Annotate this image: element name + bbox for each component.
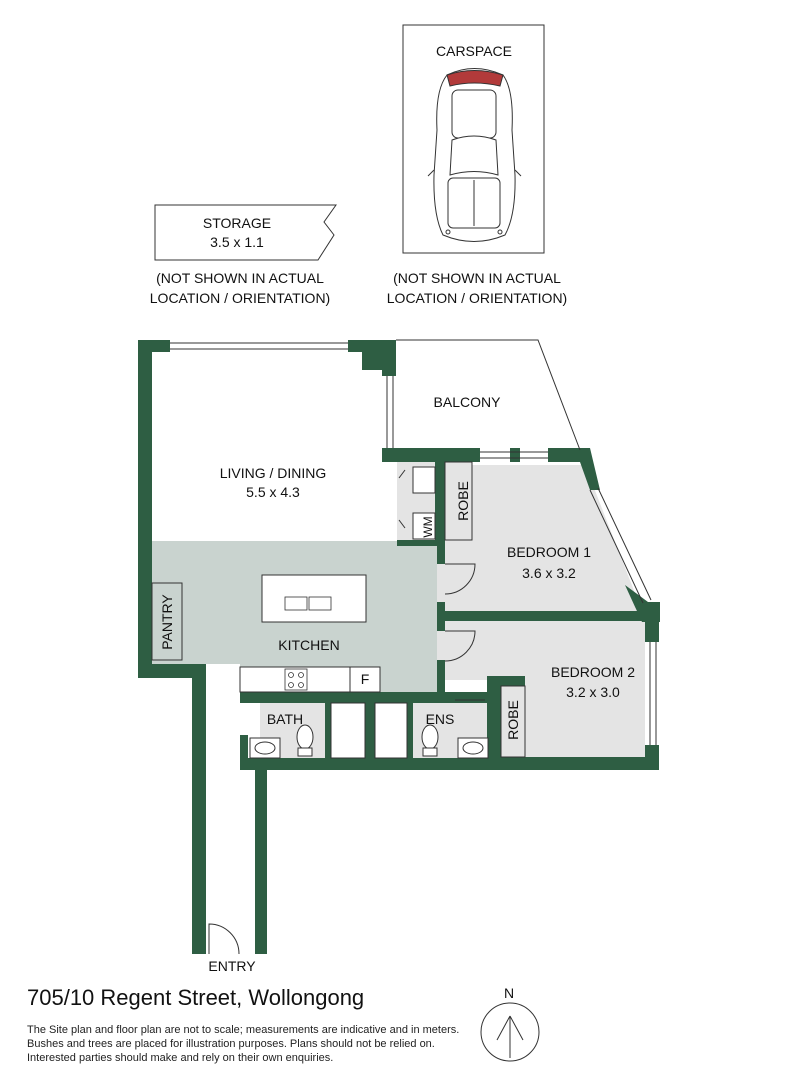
storage-label: STORAGE	[203, 215, 271, 231]
fridge-label: F	[361, 671, 370, 687]
kitchen-island	[261, 574, 367, 623]
balcony-label: BALCONY	[434, 394, 502, 410]
bedroom1-dims: 3.6 x 3.2	[522, 565, 576, 581]
carspace-note-line2: LOCATION / ORIENTATION)	[387, 290, 567, 306]
pantry-label: PANTRY	[159, 594, 175, 650]
storage-note-line1: (NOT SHOWN IN ACTUAL	[156, 270, 324, 286]
living-dims: 5.5 x 4.3	[246, 484, 300, 500]
balcony-outline	[170, 339, 657, 745]
walls	[138, 340, 660, 954]
disclaimer-line: Bushes and trees are placed for illustra…	[27, 1038, 435, 1050]
compass-north-label: N	[504, 985, 514, 1001]
disclaimer-line: Interested parties should make and rely …	[27, 1052, 334, 1064]
entry-label: ENTRY	[208, 958, 256, 974]
robe2-box	[500, 685, 526, 758]
disclaimer-line: The Site plan and floor plan are not to …	[27, 1024, 460, 1036]
robe1-box	[444, 461, 473, 541]
bedroom2-dims: 3.2 x 3.0	[566, 684, 620, 700]
kitchen-bench	[239, 666, 381, 693]
car-icon	[427, 68, 522, 242]
carspace-label: CARSPACE	[436, 43, 512, 59]
bedroom2-label: BEDROOM 2	[551, 664, 635, 680]
bedroom2-floor	[437, 621, 645, 757]
storage-note-line2: LOCATION / ORIENTATION)	[150, 290, 330, 306]
bath-fixtures	[249, 702, 489, 759]
bath-label: BATH	[267, 711, 303, 727]
robe1-label: ROBE	[455, 481, 471, 521]
wm-box	[412, 512, 436, 540]
doors	[208, 469, 485, 955]
storage-box: STORAGE 3.5 x 1.1	[154, 204, 337, 261]
storage-dims: 3.5 x 1.1	[210, 234, 264, 250]
pantry-box	[151, 582, 183, 661]
ens-label: ENS	[426, 711, 455, 727]
property-address: 705/10 Regent Street, Wollongong	[27, 985, 365, 1010]
kitchen-label: KITCHEN	[278, 637, 339, 653]
bedroom1-label: BEDROOM 1	[507, 544, 591, 560]
disclaimer: The Site plan and floor plan are not to …	[27, 1023, 487, 1065]
corridor-floor	[206, 692, 260, 942]
laundry-sink	[412, 466, 436, 494]
carspace-note-line1: (NOT SHOWN IN ACTUAL	[393, 270, 561, 286]
robe2-label: ROBE	[505, 700, 521, 740]
wm-label: WM	[421, 516, 435, 537]
compass: N	[480, 985, 540, 1062]
living-label: LIVING / DINING	[220, 465, 327, 481]
north-arrow-icon	[496, 1015, 524, 1058]
bedroom1-floor	[437, 465, 642, 611]
carspace-box: CARSPACE	[402, 24, 545, 254]
